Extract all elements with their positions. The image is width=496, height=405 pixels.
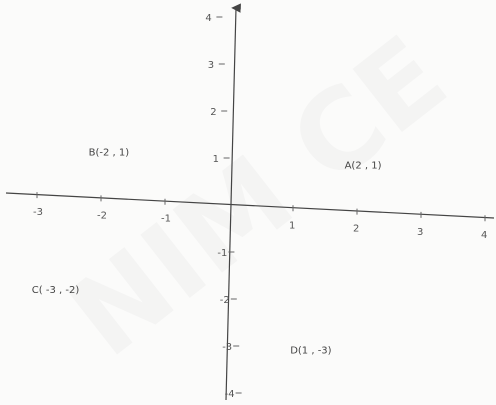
y-tick-label-2: 2	[210, 107, 216, 118]
y-axis	[225, 3, 241, 401]
x-tick-label-1: 1	[289, 220, 295, 231]
point-labels: A(2 , 1) B(-2 , 1) C( -3 , -2) D(1 , -3)	[32, 147, 382, 356]
axis-ticks	[36, 16, 486, 394]
point-label-b: B(-2 , 1)	[89, 147, 130, 158]
x-tick-label-3: 3	[417, 227, 423, 238]
y-tick-label--1: -1	[217, 248, 227, 259]
x-tick-label-4: 4	[481, 230, 487, 241]
y-tick-label--2: -2	[220, 295, 230, 306]
y-tick-label-3: 3	[208, 60, 214, 71]
point-label-a: A(2 , 1)	[345, 161, 382, 172]
x-tick-label--3: -3	[33, 207, 43, 218]
svg-text:NIM CE: NIM CE	[46, 12, 469, 382]
x-tick-label--1: -1	[161, 214, 171, 225]
watermark: NIM CE	[46, 12, 469, 382]
x-tick-label--2: -2	[97, 210, 107, 221]
y-tick-label--3: -3	[222, 342, 232, 353]
x-tick-label-2: 2	[353, 224, 359, 235]
y-tick-label-1: 1	[213, 154, 219, 165]
y-tick-label-4: 4	[205, 13, 211, 24]
point-label-c: C( -3 , -2)	[32, 285, 80, 296]
y-tick-label--4: -4	[225, 389, 235, 400]
point-label-d: D(1 , -3)	[290, 345, 331, 356]
x-axis	[5, 192, 495, 219]
